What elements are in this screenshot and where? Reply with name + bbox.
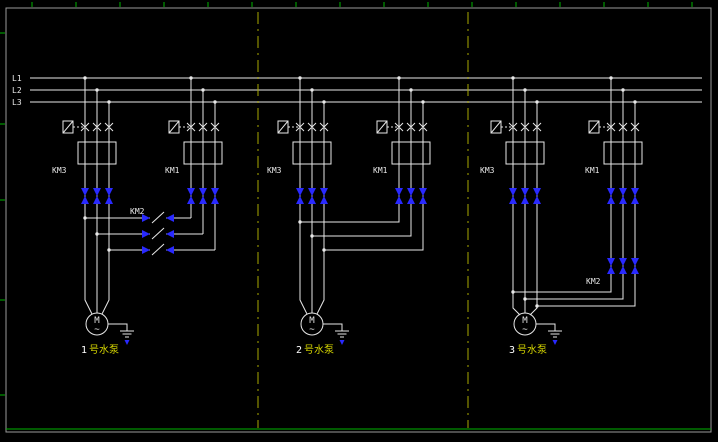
pump-number: 3: [509, 345, 515, 356]
aux-contact-rows[interactable]: [85, 211, 215, 256]
contactor-label[interactable]: KM1: [373, 166, 388, 175]
motor-wave: ~: [94, 325, 100, 335]
motor-feeder-wires[interactable]: [84, 206, 110, 315]
contactor-branch[interactable]: [376, 75, 431, 207]
contactor-label[interactable]: KM2: [130, 207, 145, 216]
contactor-branch[interactable]: [62, 75, 117, 207]
contactor-label[interactable]: KM2: [586, 277, 601, 286]
motor-symbol[interactable]: M ~: [300, 312, 324, 336]
motor-symbol[interactable]: M ~: [513, 312, 537, 336]
aux-drop-wires[interactable]: [300, 206, 424, 251]
aux-contact-arrows: [142, 214, 174, 254]
pump-number: 1: [81, 345, 87, 356]
contactor-label[interactable]: KM1: [585, 166, 600, 175]
pump-name: 号水泵: [304, 344, 334, 356]
bus-label-l1[interactable]: L1: [12, 74, 22, 83]
drawing-frame: [5, 7, 712, 433]
contactor-label[interactable]: KM3: [267, 166, 282, 175]
contactor-branch[interactable]: [168, 75, 223, 207]
contactor-branch[interactable]: [588, 75, 643, 207]
motor-feeder-wires[interactable]: [512, 206, 538, 316]
bus-label-l3[interactable]: L3: [12, 98, 22, 107]
motor-symbol[interactable]: M ~: [85, 312, 109, 336]
ground-symbol[interactable]: [536, 323, 562, 345]
power-bus-lines[interactable]: L1 L2 L3: [12, 74, 702, 107]
ruler-ticks-left: [0, 32, 5, 396]
pump-name: 号水泵: [89, 344, 119, 356]
motor-letter: M: [309, 316, 315, 326]
pump-name: 号水泵: [517, 344, 547, 356]
contactor-label[interactable]: KM3: [52, 166, 67, 175]
motor-letter: M: [522, 316, 528, 326]
contactor-label[interactable]: KM1: [165, 166, 180, 175]
contactor-branch[interactable]: [490, 75, 545, 207]
aux-drop-wires[interactable]: [190, 206, 216, 250]
ground-symbol[interactable]: [108, 323, 134, 345]
pump-number: 2: [296, 345, 302, 356]
bus-label-l2[interactable]: L2: [12, 86, 22, 95]
ground-symbol[interactable]: [323, 323, 349, 345]
aux-drop-wires[interactable]: [513, 206, 636, 307]
contactor-branch[interactable]: [277, 75, 332, 207]
motor-wave: ~: [309, 325, 315, 335]
ruler-ticks-top: [31, 2, 693, 7]
motor-wave: ~: [522, 325, 528, 335]
motor-feeder-wires[interactable]: [299, 206, 325, 315]
contactor-label[interactable]: KM3: [480, 166, 495, 175]
motor-letter: M: [94, 316, 100, 326]
aux-contact-arrows: [607, 258, 639, 274]
